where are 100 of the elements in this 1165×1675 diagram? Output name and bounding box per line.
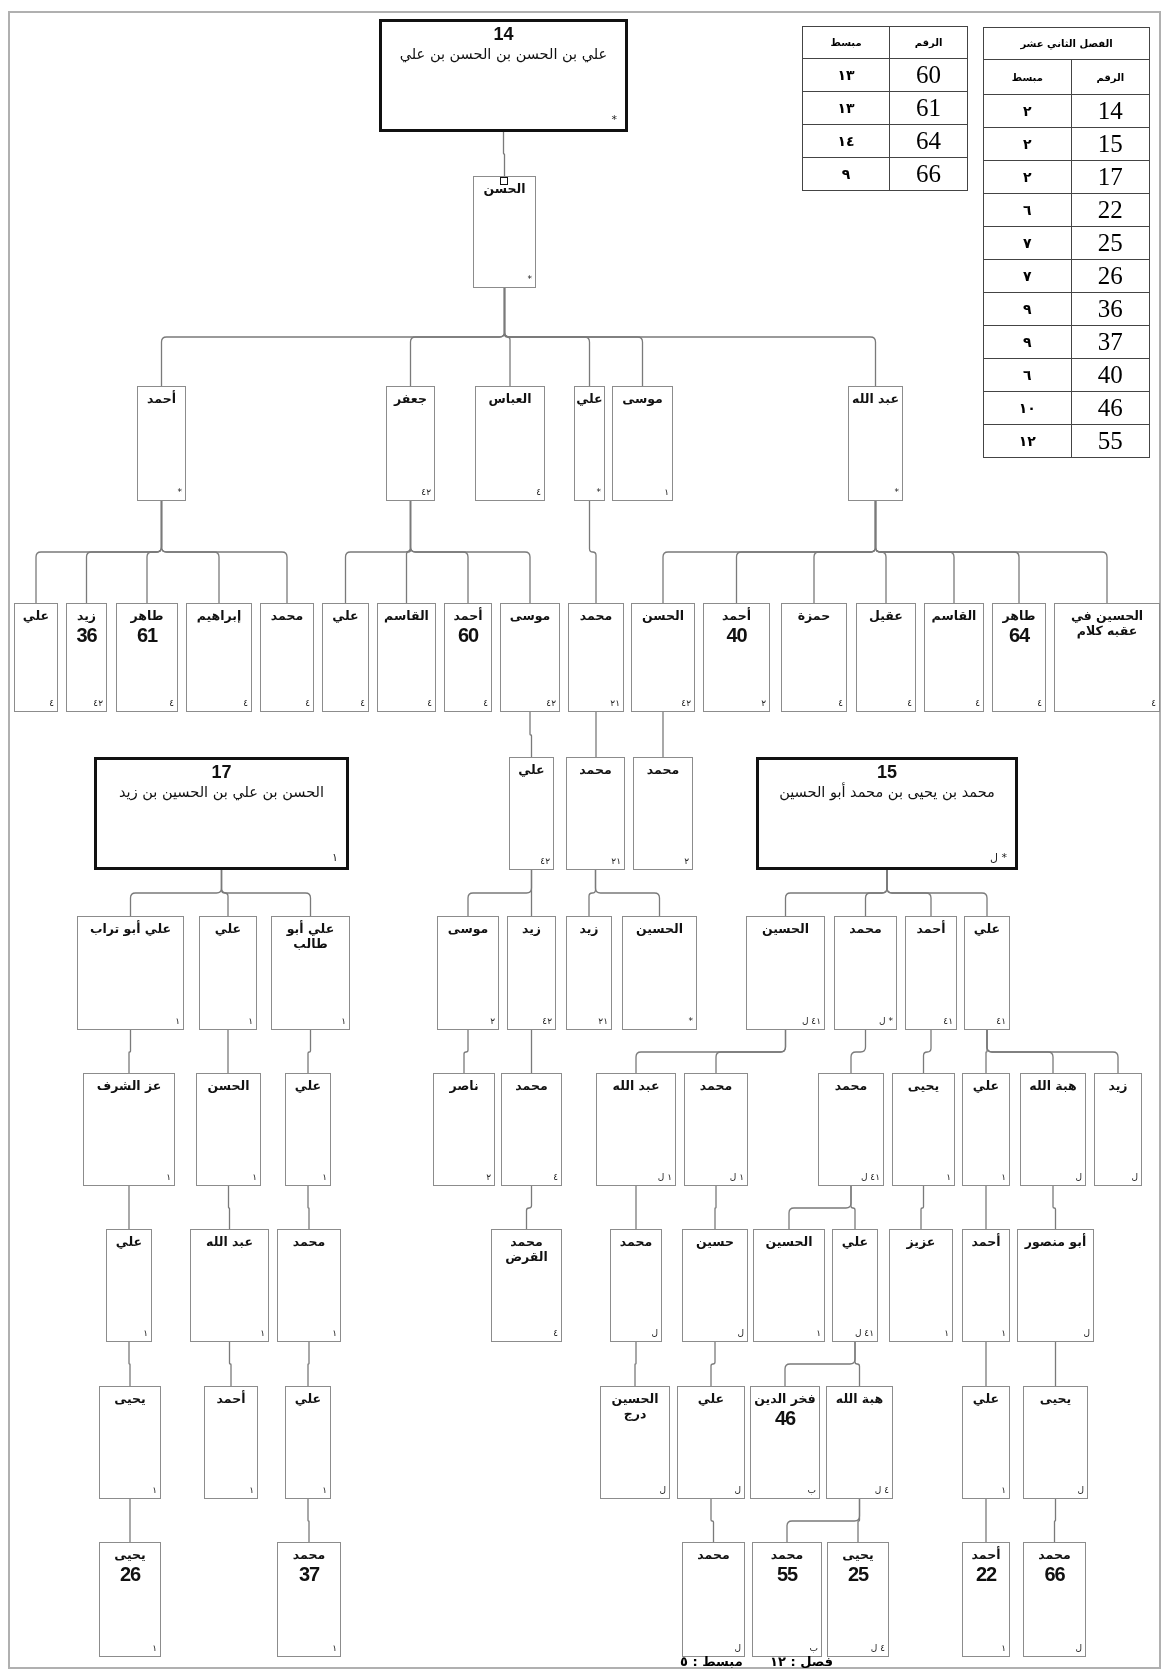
person-name: محمد: [698, 1078, 734, 1093]
person-box: [566, 757, 625, 870]
note-mark: ٤: [838, 698, 843, 709]
person-name: يحيى: [113, 1547, 147, 1562]
person-box: [509, 757, 554, 870]
person-box: [473, 176, 536, 288]
person-box: [77, 916, 184, 1030]
note-mark: ٤: [49, 698, 54, 709]
person-box: [83, 1073, 175, 1186]
ancestor-box: [94, 757, 349, 870]
person-box: [962, 1073, 1010, 1186]
person-name: علي أبو طالب: [285, 921, 336, 951]
person-box: [116, 603, 178, 712]
note-mark: ٢: [490, 1016, 495, 1027]
person-name: القاسم: [383, 608, 430, 623]
note-mark: ١: [816, 1328, 821, 1339]
person-box: [437, 916, 499, 1030]
person-name: محمد: [696, 1547, 731, 1562]
connector-line: [1054, 1341, 1057, 1387]
person-box: [196, 1073, 261, 1186]
person-box: [992, 603, 1046, 712]
table-cell: ٦: [983, 193, 1072, 227]
note-mark: ل: [734, 1643, 741, 1654]
note-mark: ١: [1001, 1485, 1006, 1496]
person-box: [596, 1073, 676, 1186]
person-name: علي: [517, 762, 546, 777]
note-mark: ل: [651, 1328, 658, 1339]
person-name: العباس: [487, 391, 533, 406]
table-cell: 66: [889, 157, 968, 191]
table-header-cell: الفصل الثاني عشر: [983, 27, 1150, 60]
person-name: حمزة: [796, 608, 832, 623]
person-name: يحيى: [906, 1078, 941, 1093]
note-mark: *: [688, 1016, 693, 1027]
record-number: 17: [210, 762, 233, 782]
person-name: محمد: [769, 1547, 805, 1562]
record-number: 60: [456, 623, 480, 647]
footer-text: مبسط : ٥: [680, 1654, 743, 1670]
person-box: [277, 1229, 341, 1342]
note-mark: ١: [322, 1485, 327, 1496]
table-cell: ٢: [983, 127, 1072, 161]
person-box: [962, 1229, 1010, 1342]
person-box: [277, 1542, 341, 1657]
person-box: [1054, 603, 1160, 712]
connector-line: [529, 711, 533, 758]
connector-line: [463, 1029, 469, 1074]
note-mark: ٤١ ل: [854, 1328, 874, 1339]
person-box: [924, 603, 984, 712]
table-cell: ١٠: [983, 391, 1072, 425]
table-cell: ٩: [983, 292, 1072, 326]
person-box: [14, 603, 58, 712]
person-name: عبد الله: [205, 1234, 254, 1249]
note-mark: ١: [1001, 1328, 1006, 1339]
person-box: [746, 916, 825, 1030]
person-name: الحسن: [206, 1078, 251, 1093]
footer-text: فصل : ١٢: [770, 1654, 834, 1670]
record-number: 64: [1007, 623, 1031, 647]
note-mark: ٤: [1151, 698, 1156, 709]
person-name: علي: [21, 608, 51, 623]
person-name: أبو منصور: [1023, 1234, 1088, 1249]
person-name: جعفر: [392, 391, 428, 406]
note-mark: ٤١ ل: [801, 1016, 821, 1027]
person-name: علي: [971, 1391, 1001, 1406]
person-name: محمد القرض: [504, 1234, 549, 1264]
person-box: [99, 1542, 161, 1657]
note-mark: ١: [252, 1172, 257, 1183]
connector-line: [1052, 1185, 1057, 1230]
note-mark: ١: [175, 1016, 180, 1027]
person-name: محمد بن يحيى بن محمد أبو الحسين: [778, 782, 996, 802]
person-box: [186, 603, 252, 712]
connector-line: [710, 1341, 716, 1387]
connector-line: [588, 500, 597, 604]
person-name: يحيى: [1038, 1391, 1073, 1406]
record-number: 37: [297, 1562, 321, 1586]
note-mark: ٤١: [996, 1016, 1006, 1027]
person-name: موسى: [446, 921, 490, 936]
record-number: 22: [974, 1562, 998, 1586]
person-name: طاهر: [129, 608, 165, 623]
person-name: يحيى: [113, 1391, 147, 1406]
connector-line: [307, 1185, 310, 1230]
person-box: [631, 603, 695, 712]
connector-line: [850, 1029, 867, 1074]
connector-line: [1053, 1498, 1057, 1543]
person-name: هبة الله: [1028, 1078, 1078, 1093]
person-box: [856, 603, 916, 712]
table-header-cell: مبسط: [802, 26, 890, 59]
note-mark: ٢: [486, 1172, 491, 1183]
person-name: محمد: [848, 921, 883, 936]
person-name: أحمد: [452, 608, 484, 623]
person-name: موسى: [621, 391, 664, 406]
connector-line: [985, 1341, 987, 1387]
table-cell: 22: [1071, 193, 1150, 227]
note-mark: ل: [1075, 1643, 1082, 1654]
person-name: عزيز: [905, 1234, 937, 1249]
person-name: الحسين في عقبه كلام: [1069, 608, 1145, 638]
person-box: [106, 1229, 152, 1342]
person-box: [682, 1229, 748, 1342]
note-mark: ١: [152, 1485, 157, 1496]
person-box: [433, 1073, 495, 1186]
table-cell: ٩: [802, 157, 890, 191]
note-mark: ٤٢: [93, 698, 103, 709]
